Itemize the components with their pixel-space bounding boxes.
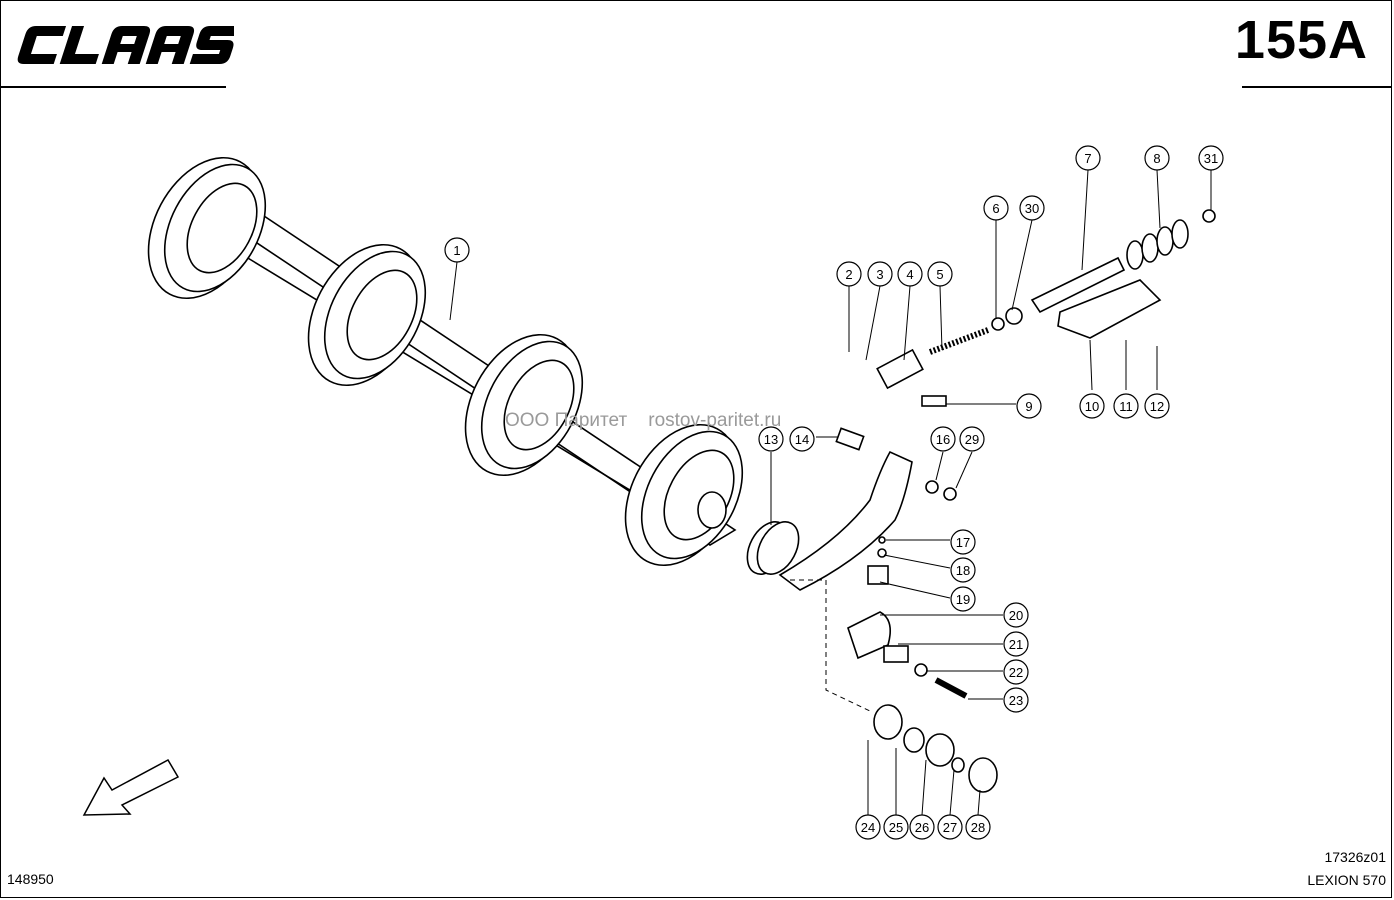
callout-27: 27 [943,820,957,835]
bearing-13 [746,521,800,575]
footer-drawing-code: 17326z01 [1324,849,1386,865]
disc-4 [624,423,744,567]
callout-6: 6 [992,201,999,216]
callout-4: 4 [906,267,913,282]
page-number: 155A [1234,10,1368,70]
callout-17: 17 [956,535,970,550]
callout-29: 29 [965,432,979,447]
callout-10: 10 [1085,399,1099,414]
callout-16: 16 [936,432,950,447]
callout-3: 3 [876,267,883,282]
callout-2: 2 [845,267,852,282]
callout-11: 11 [1119,399,1133,414]
callout-24: 24 [861,820,875,835]
callout-5: 5 [936,267,943,282]
callout-1: 1 [453,243,460,258]
header-rule-left [0,86,226,88]
callout-18: 18 [956,563,970,578]
callout-13: 13 [764,432,778,447]
footer-model: LEXION 570 [1307,872,1386,888]
spring-8 [1126,219,1189,270]
callout-8: 8 [1153,151,1160,166]
callout-14: 14 [795,432,809,447]
callout-28: 28 [971,820,985,835]
callout-9: 9 [1025,399,1032,414]
callout-19: 19 [956,592,970,607]
disc-3 [464,333,584,477]
callout-31: 31 [1204,151,1218,166]
callout-23: 23 [1009,693,1023,708]
callout-25: 25 [889,820,903,835]
watermark-text: ООО Паритет rostov-paritet.ru [505,410,782,431]
footer-document-id: 148950 [7,871,54,887]
callout-7: 7 [1084,151,1091,166]
callout-30: 30 [1025,201,1039,216]
callout-12: 12 [1150,399,1164,414]
disc-2 [307,243,427,387]
callout-26: 26 [915,820,929,835]
claas-logo [17,26,234,64]
direction-arrow-icon [82,758,180,816]
header-rule-right [1242,86,1392,88]
arm-bracket [778,450,913,591]
callout-21: 21 [1009,637,1023,652]
callout-22: 22 [1009,665,1023,680]
disc-1 [147,156,267,300]
callout-20: 20 [1009,608,1023,623]
